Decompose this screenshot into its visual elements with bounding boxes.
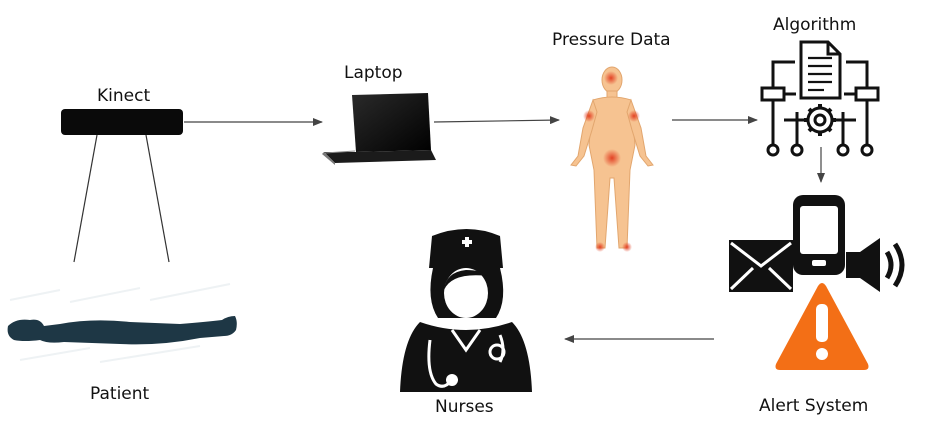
arrow-laptop-pressure (433, 116, 560, 125)
label-pressure-data: Pressure Data (552, 30, 671, 50)
laptop-icon (322, 93, 436, 165)
flow-arrows (184, 116, 825, 343)
label-laptop: Laptop (344, 63, 403, 83)
kinect-icon (61, 109, 183, 263)
mail-icon (729, 240, 793, 292)
body-pressure-icon (570, 66, 654, 252)
label-alert-system: Alert System (759, 396, 869, 416)
warning-icon (775, 283, 869, 370)
nurse-icon (400, 229, 532, 392)
phone-icon (793, 195, 845, 275)
speaker-icon (846, 238, 905, 292)
label-nurses: Nurses (435, 397, 494, 417)
patient-silhouette-icon (7, 316, 237, 345)
label-kinect: Kinect (97, 86, 151, 106)
label-patient: Patient (90, 384, 150, 404)
patient-background-lines (9, 283, 231, 363)
algorithm-icon (760, 40, 880, 157)
label-algorithm: Algorithm (773, 15, 857, 35)
